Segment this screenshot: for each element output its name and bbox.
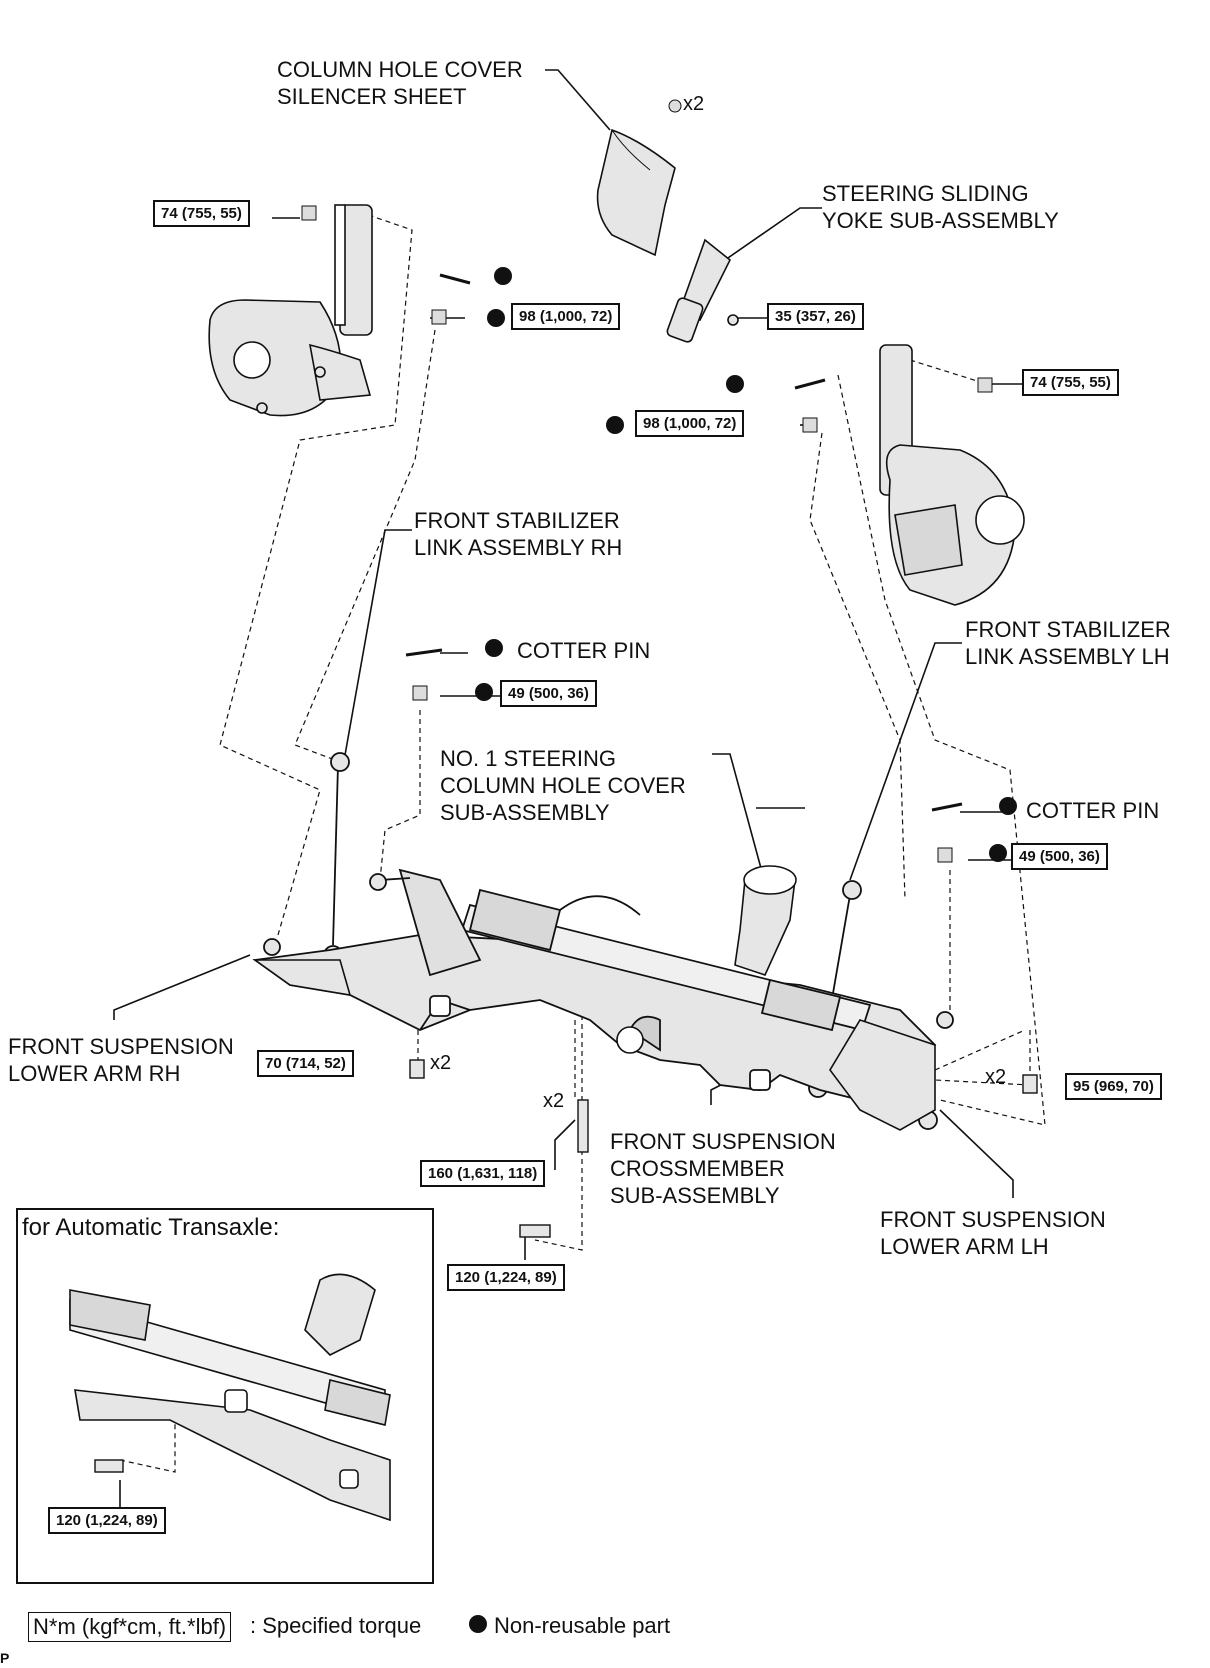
label-steering-sliding-yoke: STEERING SLIDING YOKE SUB-ASSEMBLY [822, 181, 1059, 233]
torque-spec: 74 (755, 55) [153, 200, 250, 227]
bolt-part [577, 1099, 589, 1153]
torque-spec: 98 (1,000, 72) [511, 303, 621, 330]
torque-spec: 74 (755, 55) [1022, 369, 1119, 396]
knuckle-lh-part [879, 344, 1025, 606]
leader-no1-cover [712, 753, 763, 873]
quantity-mark: x2 [985, 1066, 1007, 1088]
bolt-part [1022, 1074, 1038, 1094]
label-lower-arm-lh: FRONT SUSPENSION LOWER ARM LH [880, 1207, 1106, 1259]
inset-gear-part [69, 1273, 391, 1522]
leader-stab-lh [849, 642, 962, 881]
silencer-sheet-part [596, 128, 676, 257]
cover-clip-part [668, 99, 682, 113]
label-stabilizer-link-rh: FRONT STABILIZER LINK ASSEMBLY RH [414, 508, 623, 560]
torque-spec: 95 (969, 70) [1065, 1073, 1162, 1100]
leader-column-cover [545, 69, 611, 131]
label-no1-steering-column-hole-cover: NO. 1 STEERING COLUMN HOLE COVER SUB-ASS… [440, 746, 686, 825]
torque-spec: 35 (357, 26) [767, 303, 864, 330]
legend-unit-box: N*m (kgf*cm, ft.*lbf) [28, 1612, 232, 1642]
torque-spec: 120 (1,224, 89) [48, 1507, 166, 1534]
torque-spec: 98 (1,000, 72) [635, 410, 745, 437]
stabilizer-link-rh-part [323, 752, 350, 965]
torque-spec: 70 (714, 52) [257, 1050, 354, 1077]
label-stabilizer-link-lh: FRONT STABILIZER LINK ASSEMBLY LH [965, 617, 1171, 669]
inset-panel [16, 1208, 434, 1584]
no1-column-hole-cover-part [734, 865, 797, 976]
inset-title: for Automatic Transaxle: [22, 1214, 280, 1241]
label-lower-arm-rh: FRONT SUSPENSION LOWER ARM RH [8, 1034, 234, 1086]
bolt-part [94, 1459, 124, 1473]
lower-arm-rh-part [252, 959, 352, 996]
torque-spec: 120 (1,224, 89) [447, 1264, 565, 1291]
label-crossmember: FRONT SUSPENSION CROSSMEMBER SUB-ASSEMBL… [610, 1129, 836, 1208]
leader-yoke [724, 207, 822, 261]
steering-gear-part [263, 868, 954, 1130]
leader-stab-rh [344, 529, 412, 756]
torque-spec: 49 (500, 36) [1011, 843, 1108, 870]
torque-spec: 49 (500, 36) [500, 680, 597, 707]
legend-unit-description: : Specified torque [250, 1613, 422, 1638]
quantity-mark: x2 [683, 93, 705, 115]
legend-nonreusable-description: Non-reusable part [494, 1613, 671, 1638]
sliding-yoke-part [666, 238, 739, 343]
quantity-mark: x2 [430, 1052, 452, 1074]
lower-arm-lh-part [616, 1019, 936, 1131]
non-reusable-markers [469, 267, 1017, 1633]
label-cotter-pin: COTTER PIN [1026, 798, 1160, 823]
bolt-part [519, 1224, 551, 1238]
knuckle-rh-part [208, 204, 373, 417]
label-cotter-pin: COTTER PIN [517, 638, 651, 663]
leader-arm-rh [113, 954, 251, 1020]
torque-spec: 160 (1,631, 118) [420, 1160, 546, 1187]
label-column-hole-cover: COLUMN HOLE COVER SILENCER SHEET [277, 57, 523, 109]
corner-mark: P [0, 1650, 10, 1666]
leader-arm-lh [939, 1109, 1014, 1198]
quantity-mark: x2 [543, 1090, 565, 1112]
bolt-part [409, 1059, 425, 1079]
